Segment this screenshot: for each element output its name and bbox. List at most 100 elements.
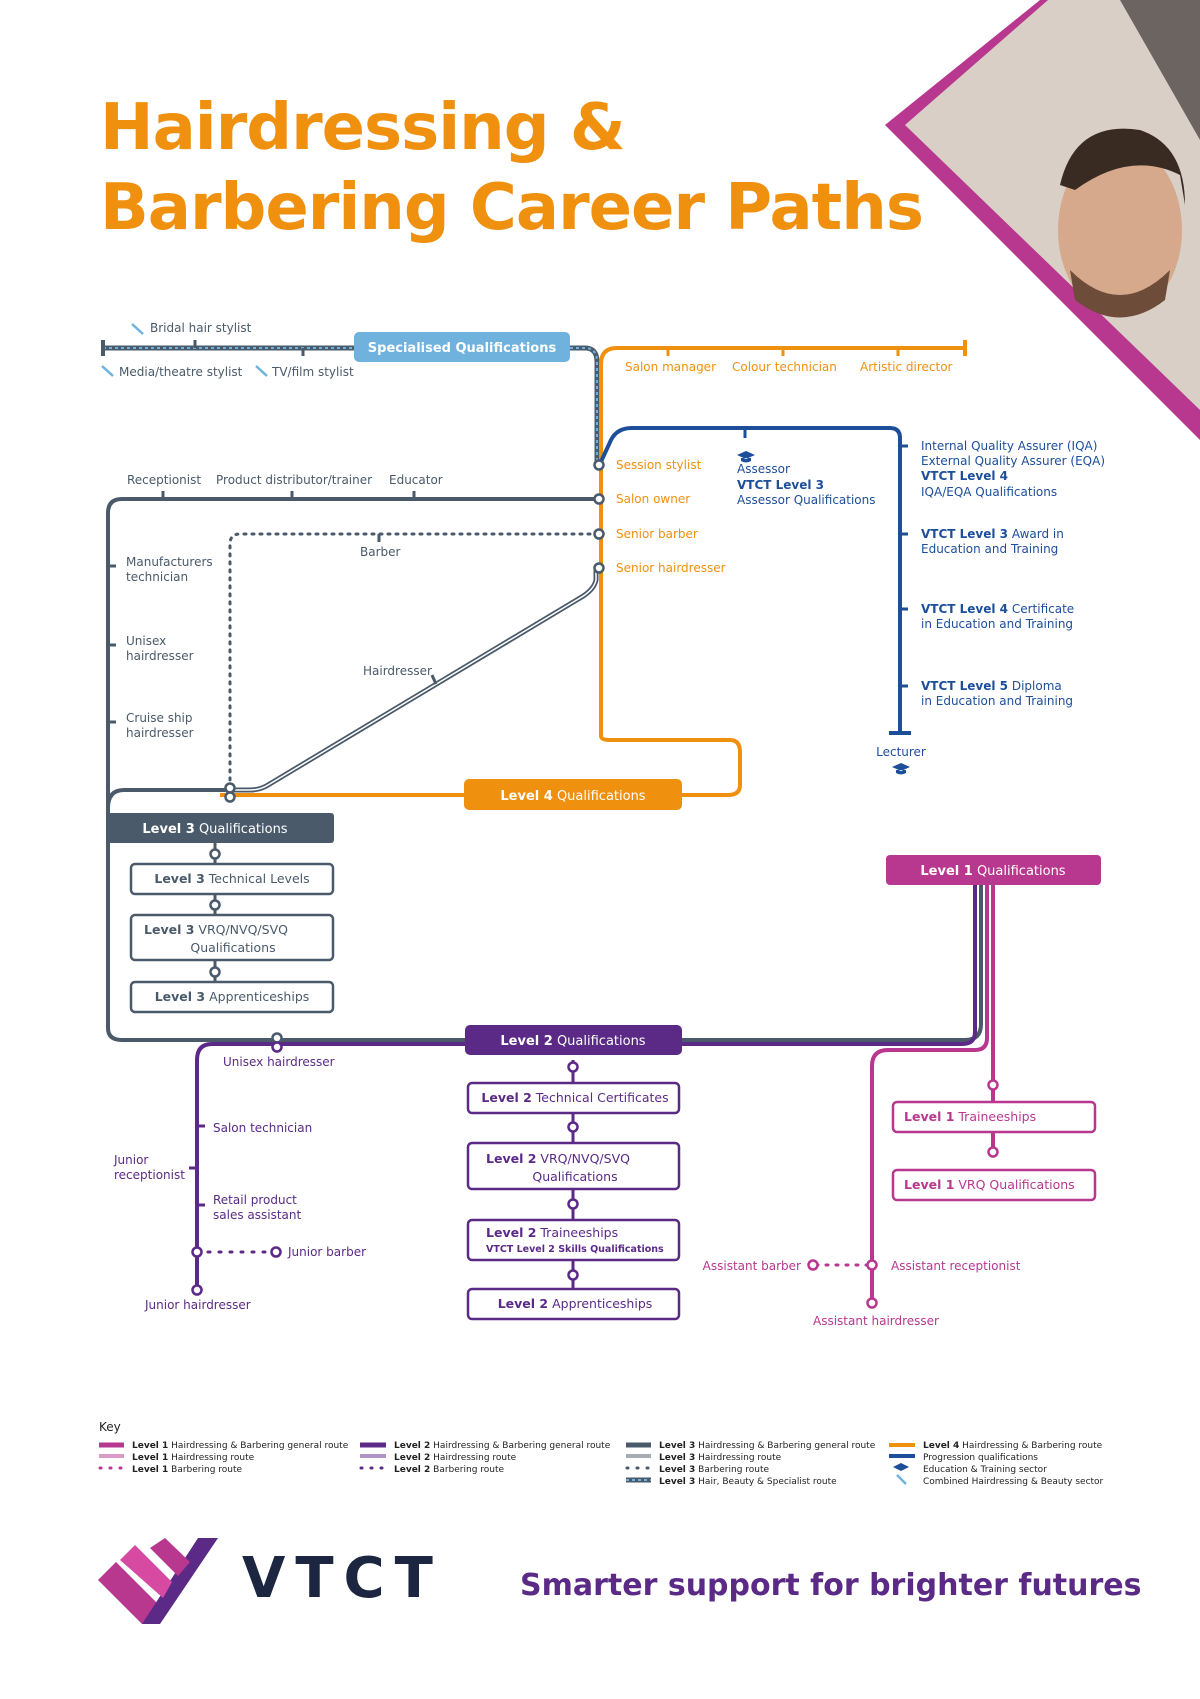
level1-qualifications-box: Level 1 Qualifications Level 1 Traineesh… [886,855,1101,1202]
svg-text:VTCT Level 2 Skills Qualificat: VTCT Level 2 Skills Qualifications [486,1244,664,1255]
svg-text:Junior barber: Junior barber [287,1245,366,1259]
svg-text:Unisex: Unisex [126,634,166,648]
stations [191,459,999,1309]
level4-role-labels: Salon manager Colour technician Artistic… [616,360,953,575]
svg-text:Level 4 Qualifications: Level 4 Qualifications [500,789,645,804]
svg-text:sales assistant: sales assistant [213,1208,301,1222]
svg-text:receptionist: receptionist [114,1168,185,1182]
svg-text:Level 3 Qualifications: Level 3 Qualifications [142,822,287,837]
svg-text:Level 3 Apprenticeships: Level 3 Apprenticeships [155,989,310,1004]
level3-route [106,491,983,1042]
svg-text:Lecturer: Lecturer [876,745,926,759]
svg-text:Manufacturers: Manufacturers [126,555,213,569]
tagline: Smarter support for brighter futures [520,1568,1142,1603]
svg-text:Level 3 VRQ/NVQ/SVQ: Level 3 VRQ/NVQ/SVQ [144,922,288,937]
svg-text:Level 2 Barbering route: Level 2 Barbering route [394,1465,505,1475]
svg-text:VTCT Level 5 Diploma: VTCT Level 5 Diploma [921,679,1062,693]
level3-role-labels: Receptionist Product distributor/trainer… [126,473,443,740]
svg-text:Level 2 VRQ/NVQ/SVQ: Level 2 VRQ/NVQ/SVQ [486,1151,630,1166]
education-sector-icon [737,451,755,463]
svg-text:hairdresser: hairdresser [126,649,194,663]
beauty-sector-icon [255,365,268,377]
svg-text:Progression qualifications: Progression qualifications [923,1453,1038,1463]
svg-text:Level 2 Hairdressing & Barberi: Level 2 Hairdressing & Barbering general… [394,1441,611,1451]
svg-text:Qualifications: Qualifications [190,940,275,955]
svg-text:Level 1 Hairdressing route: Level 1 Hairdressing route [132,1453,255,1463]
svg-text:Education & Training sector: Education & Training sector [923,1465,1047,1475]
specialised-qualifications-box: Specialised Qualifications [354,332,570,362]
education-sector-icon [892,763,910,775]
svg-text:Education and Training: Education and Training [921,542,1058,556]
svg-text:Session stylist: Session stylist [616,458,702,472]
barber-photo-panel [885,0,1200,440]
svg-text:Assistant hairdresser: Assistant hairdresser [813,1314,939,1328]
svg-text:technician: technician [126,570,188,584]
svg-text:Receptionist: Receptionist [127,473,201,487]
level3-qualifications-box: Level 3 Qualifications Level 3 Technical… [108,813,335,1014]
svg-text:Level 3 Hair, Beauty & Special: Level 3 Hair, Beauty & Specialist route [659,1477,837,1487]
level1-route [814,885,995,1305]
vtct-brand-name: VTCT [242,1546,443,1611]
level2-role-labels: Unisex hairdresser Salon technician Juni… [113,1055,366,1312]
svg-text:Assessor Qualifications: Assessor Qualifications [737,493,876,507]
svg-text:Level 2 Hairdressing route: Level 2 Hairdressing route [394,1453,517,1463]
page-title-line-2: Barbering Career Paths [100,171,924,245]
progression-route [597,426,911,775]
progression-labels: Assessor VTCT Level 3 Assessor Qualifica… [737,439,1105,759]
svg-text:Cruise ship: Cruise ship [126,711,193,725]
svg-text:Level 1 Hairdressing & Barberi: Level 1 Hairdressing & Barbering general… [132,1441,349,1451]
svg-text:Barber: Barber [360,545,401,559]
svg-text:Level 2 Traineeships: Level 2 Traineeships [486,1225,618,1240]
key-legend: Key Level 1 Hairdressing & Barbering gen… [98,1420,1104,1487]
svg-text:Qualifications: Qualifications [532,1169,617,1184]
svg-text:Salon owner: Salon owner [616,492,690,506]
svg-text:Senior hairdresser: Senior hairdresser [616,561,726,575]
svg-text:Combined Hairdressing & Beauty: Combined Hairdressing & Beauty sector [923,1477,1104,1487]
svg-text:Educator: Educator [389,473,443,487]
level4-route [220,340,967,797]
svg-text:Level 4 Hairdressing & Barberi: Level 4 Hairdressing & Barbering route [923,1441,1103,1451]
svg-text:Level 3 Technical Levels: Level 3 Technical Levels [154,871,309,886]
education-sector-icon [893,1463,909,1471]
svg-text:Junior hairdresser: Junior hairdresser [144,1298,251,1312]
svg-text:Internal Quality Assurer (IQA): Internal Quality Assurer (IQA) [921,439,1097,453]
svg-text:VTCT Level 3 Award in: VTCT Level 3 Award in [921,527,1064,541]
svg-text:Level 1 VRQ Qualifications: Level 1 VRQ Qualifications [904,1177,1075,1192]
svg-text:Bridal hair stylist: Bridal hair stylist [150,321,252,335]
level1-role-labels: Assistant barber Assistant receptionist … [703,1259,1021,1328]
svg-text:TV/film stylist: TV/film stylist [271,365,354,379]
svg-text:Retail product: Retail product [213,1193,297,1207]
svg-text:Assistant barber: Assistant barber [703,1259,801,1273]
svg-text:VTCT Level 4: VTCT Level 4 [921,469,1008,483]
svg-text:Key: Key [99,1420,121,1434]
svg-text:Level 2 Qualifications: Level 2 Qualifications [500,1034,645,1049]
svg-text:Level 3 Hairdressing route: Level 3 Hairdressing route [659,1453,782,1463]
svg-text:Level 1 Barbering route: Level 1 Barbering route [132,1465,243,1475]
svg-text:Level 2 Technical Certificates: Level 2 Technical Certificates [481,1090,668,1105]
svg-text:Hairdresser: Hairdresser [363,664,432,678]
vtct-logo-mark [98,1538,218,1624]
svg-text:Level 1 Traineeships: Level 1 Traineeships [904,1109,1036,1124]
svg-text:Salon manager: Salon manager [625,360,716,374]
svg-text:Level 3 Barbering route: Level 3 Barbering route [659,1465,770,1475]
svg-text:in Education and Training: in Education and Training [921,694,1073,708]
svg-text:Senior barber: Senior barber [616,527,698,541]
svg-text:Artistic director: Artistic director [860,360,953,374]
svg-text:Junior: Junior [113,1153,148,1167]
svg-text:Salon technician: Salon technician [213,1121,312,1135]
svg-text:Specialised Qualifications: Specialised Qualifications [368,341,557,356]
svg-text:External Quality Assurer (EQA): External Quality Assurer (EQA) [921,454,1105,468]
svg-text:Level 1 Qualifications: Level 1 Qualifications [920,864,1065,879]
svg-text:Colour technician: Colour technician [732,360,837,374]
level4-qualifications-box: Level 4 Qualifications [464,779,682,810]
page-title-line-1: Hairdressing & [100,91,626,165]
svg-text:Level 3 Hairdressing & Barberi: Level 3 Hairdressing & Barbering general… [659,1441,876,1451]
svg-text:Unisex hairdresser: Unisex hairdresser [223,1055,335,1069]
svg-text:IQA/EQA Qualifications: IQA/EQA Qualifications [921,485,1057,499]
level2-qualifications-box: Level 2 Qualifications Level 2 Technical… [465,1025,682,1321]
svg-text:Media/theatre stylist: Media/theatre stylist [119,365,243,379]
svg-text:Product distributor/trainer: Product distributor/trainer [216,473,372,487]
svg-text:hairdresser: hairdresser [126,726,194,740]
